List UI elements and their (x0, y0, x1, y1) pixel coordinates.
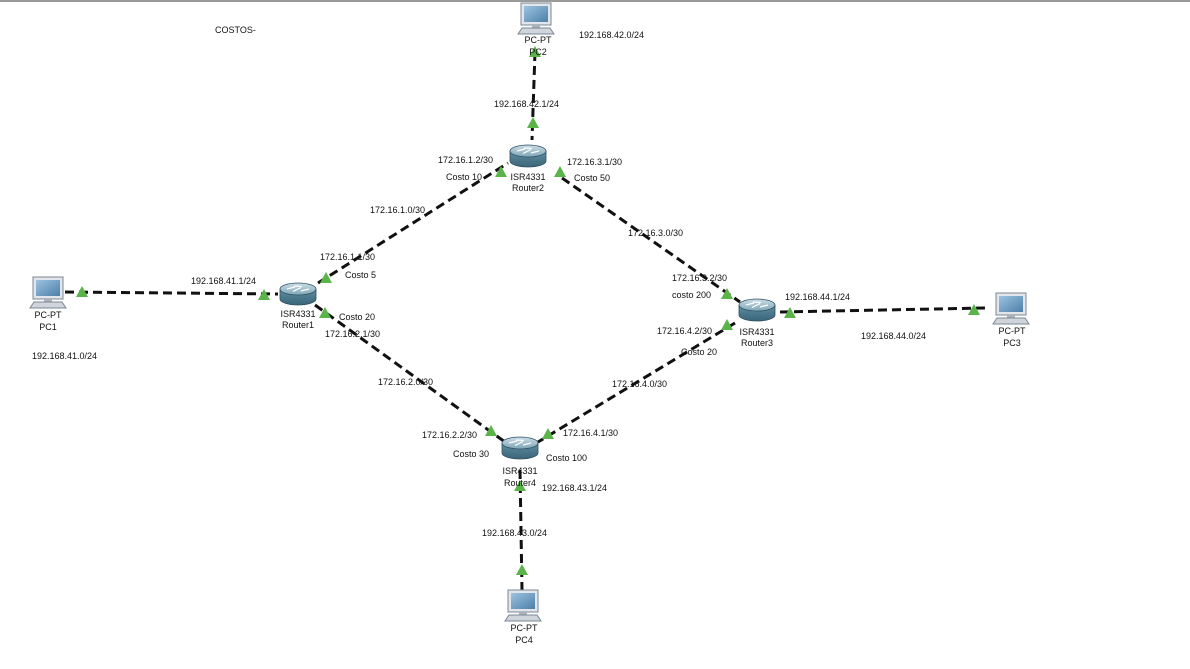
interface-label: 172.16.3.2/30 (672, 273, 727, 283)
device-model-label: ISR4331 (280, 309, 315, 319)
canvas-note: COSTOS- (215, 25, 256, 35)
cost-label: Costo 30 (453, 449, 489, 459)
network-label: 192.168.44.0/24 (861, 331, 926, 341)
port-up-icon (516, 564, 528, 575)
link-router2-router3[interactable] (561, 176, 741, 304)
interface-label: 172.16.3.1/30 (567, 157, 622, 167)
interface-label: 172.16.4.2/30 (657, 326, 712, 336)
router-icon[interactable] (738, 298, 776, 322)
device-model-label: ISR4331 (739, 327, 774, 337)
device-router2[interactable]: ISR4331 Router2 (509, 144, 547, 193)
device-pc3[interactable]: PC-PT PC3 (992, 292, 1030, 348)
network-label: 192.168.42.0/24 (579, 30, 644, 40)
canvas-top-border (0, 0, 1190, 2)
device-model-label: ISR4331 (502, 466, 537, 476)
device-name-label: Router3 (741, 338, 773, 348)
cost-label: costo 200 (672, 290, 711, 300)
router-icon[interactable] (279, 282, 317, 306)
link-pc1-router1[interactable] (64, 290, 279, 296)
router-icon[interactable] (509, 144, 547, 168)
pc-icon[interactable] (517, 2, 555, 35)
interface-label: 172.16.2.1/30 (325, 329, 380, 339)
network-label: 192.168.41.0/24 (32, 351, 97, 361)
device-name-label: PC2 (529, 47, 547, 57)
pc-icon[interactable] (504, 589, 542, 622)
device-router1[interactable]: ISR4331 Router1 (279, 282, 317, 330)
cost-label: Costo 50 (574, 173, 610, 183)
network-label: 172.16.1.0/30 (370, 205, 425, 215)
interface-label: 192.168.44.1/24 (785, 292, 850, 302)
device-pc1[interactable]: PC-PT PC1 (29, 276, 67, 332)
device-model-label: PC-PT (525, 35, 553, 45)
interface-label: 172.16.1.1/30 (320, 252, 375, 262)
cost-label: Costo 5 (345, 270, 376, 280)
pc-icon[interactable] (29, 276, 67, 309)
link-router3-pc3[interactable] (779, 306, 986, 314)
device-name-label: Router2 (512, 183, 544, 193)
cost-labels: Costo 10 Costo 50 Costo 5 Costo 20 costo… (339, 172, 717, 463)
device-name-label: PC1 (39, 322, 57, 332)
port-up-icon (721, 288, 733, 299)
network-label: 172.16.4.0/30 (612, 379, 667, 389)
router-icon[interactable] (501, 436, 539, 460)
device-name-label: Router4 (504, 478, 536, 488)
device-router3[interactable]: ISR4331 Router3 (738, 298, 776, 348)
port-up-icon (527, 117, 539, 128)
device-name-label: PC4 (515, 635, 533, 645)
network-labels: 192.168.42.0/24 192.168.41.0/24 192.168.… (32, 30, 926, 538)
device-model-label: PC-PT (999, 326, 1027, 336)
links (64, 51, 986, 591)
device-name-label: Router1 (282, 320, 314, 330)
interface-label: 192.168.41.1/24 (191, 276, 256, 286)
device-pc2[interactable]: PC-PT PC2 (517, 2, 555, 57)
device-router4[interactable]: ISR4331 Router4 (501, 436, 539, 488)
network-label: 172.16.2.0/30 (378, 377, 433, 387)
cost-label: Costo 20 (681, 347, 717, 357)
port-up-icon (554, 166, 566, 177)
cost-label: Costo 20 (339, 312, 375, 322)
cost-label: Costo 10 (446, 172, 482, 182)
link-router1-router2[interactable] (317, 161, 509, 285)
device-name-label: PC3 (1003, 338, 1021, 348)
device-pc4[interactable]: PC-PT PC4 (504, 589, 542, 645)
interface-label: 172.16.1.2/30 (438, 155, 493, 165)
link-router3-router4[interactable] (537, 321, 736, 444)
interface-label: 192.168.42.1/24 (494, 99, 559, 109)
network-label: 192.168.43.0/24 (482, 528, 547, 538)
interface-label: 172.16.4.1/30 (563, 428, 618, 438)
interface-label: 192.168.43.1/24 (542, 483, 607, 493)
interface-labels: 192.168.42.1/24 172.16.1.2/30 172.16.3.1… (191, 99, 850, 493)
device-model-label: ISR4331 (510, 172, 545, 182)
link-router1-router4[interactable] (314, 303, 506, 444)
cost-label: Costo 100 (546, 453, 587, 463)
device-model-label: PC-PT (511, 623, 539, 633)
pc-icon[interactable] (992, 292, 1030, 325)
network-label: 172.16.3.0/30 (628, 228, 683, 238)
device-model-label: PC-PT (35, 310, 63, 320)
interface-label: 172.16.2.2/30 (422, 430, 477, 440)
